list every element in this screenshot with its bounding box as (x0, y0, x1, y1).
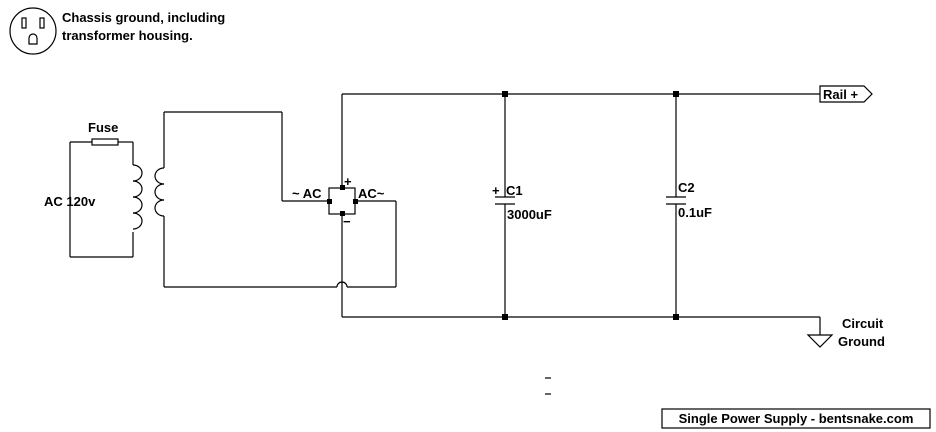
outlet-icon (9, 7, 57, 55)
ground-icon (806, 334, 834, 348)
bridge-ac-right-label: AC~ (358, 186, 385, 201)
dc-rails (341, 93, 821, 335)
c2-value-label: 0.1uF (678, 205, 712, 220)
secondary-wiring (163, 111, 397, 288)
chassis-note-line2: transformer housing. (62, 28, 193, 43)
chassis-note-line1: Chassis ground, including (62, 10, 225, 25)
c1-value-label: 3000uF (507, 207, 552, 222)
bridge-rectifier (327, 185, 358, 216)
footer-title-box (661, 408, 931, 429)
c2-ref-label: C2 (678, 180, 695, 195)
capacitor-c2 (666, 91, 686, 320)
bridge-ac-left-label: ~ AC (292, 186, 322, 201)
stray-marks (545, 377, 551, 395)
footer-title: Single Power Supply - bentsnake.com (679, 411, 914, 426)
c1-polarity-label: + (492, 183, 500, 198)
c1-ref-label: C1 (506, 183, 523, 198)
primary-circuit (69, 141, 134, 258)
rail-plus-label: Rail + (823, 87, 858, 102)
bridge-plus-label: + (344, 174, 352, 189)
rail-plus-tag (819, 85, 873, 103)
fuse-label: Fuse (88, 120, 118, 135)
fuse-symbol (91, 138, 119, 146)
ground-label-line1: Circuit (842, 316, 884, 331)
capacitor-c1 (495, 91, 515, 320)
transformer-symbol (132, 164, 165, 230)
ground-label-line2: Ground (838, 334, 885, 349)
ac-source-label: AC 120v (44, 194, 96, 209)
bridge-minus-label: − (343, 214, 351, 229)
